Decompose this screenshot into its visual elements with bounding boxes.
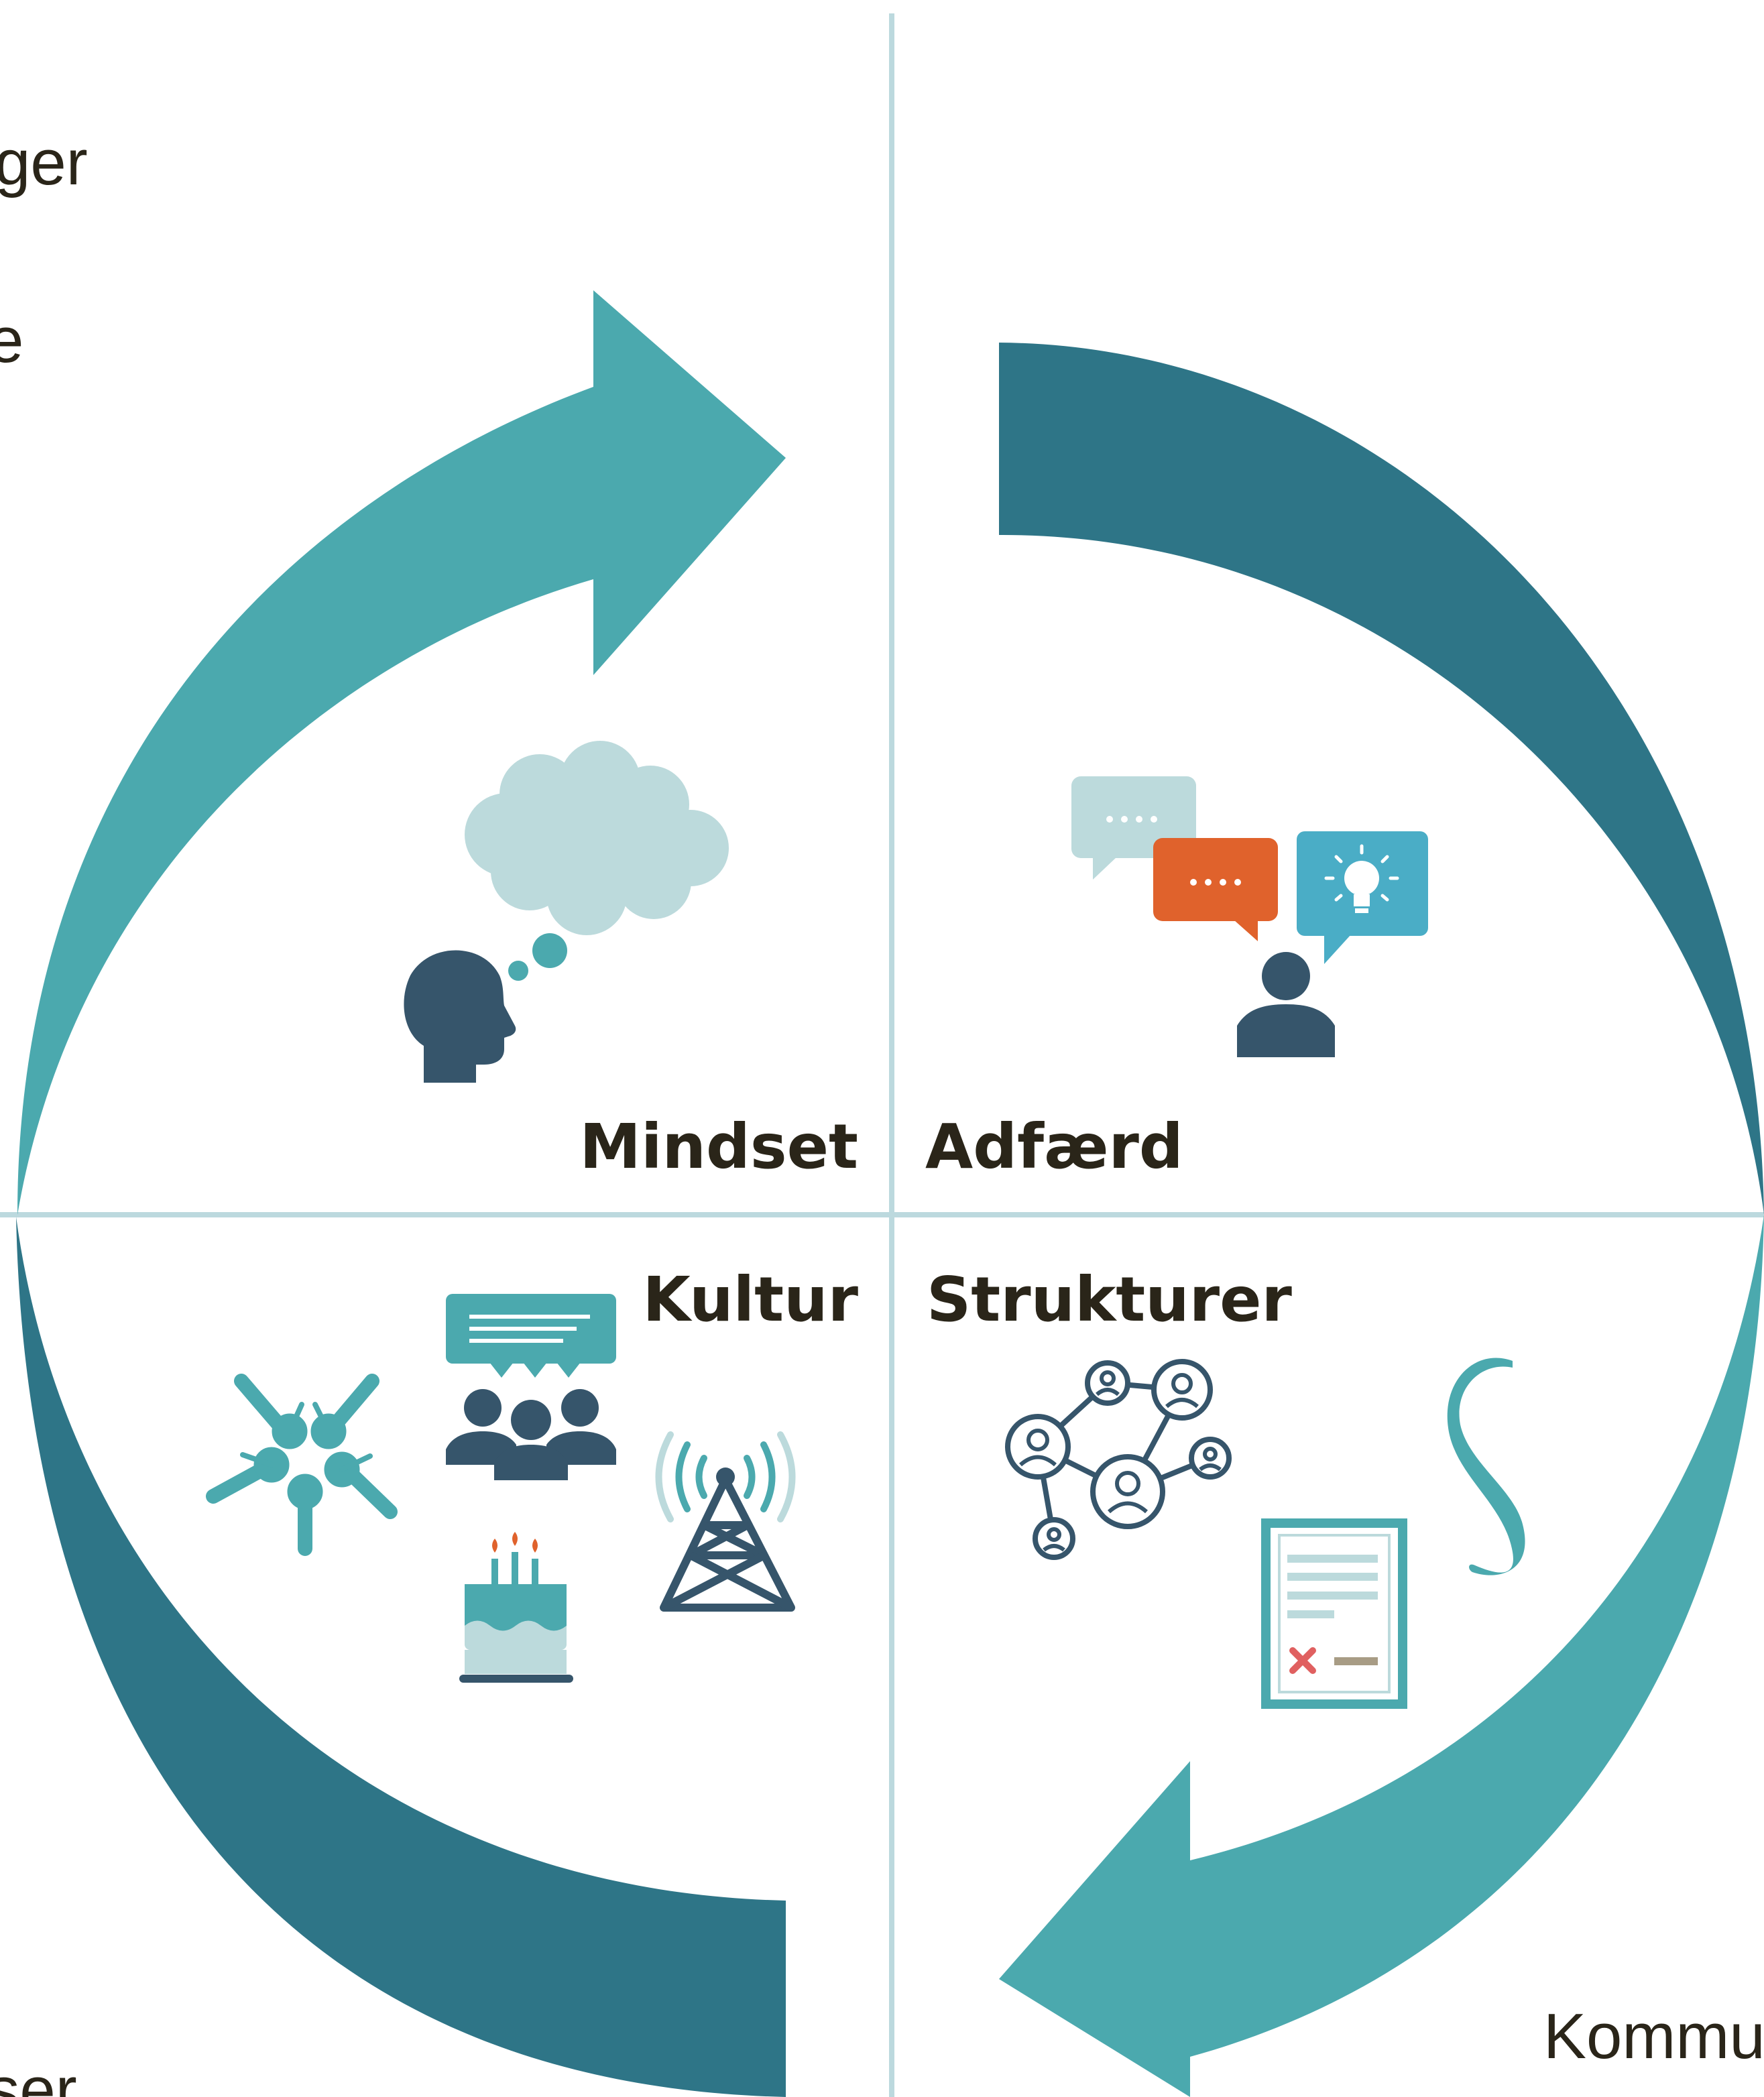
checklist-document-icon [1261, 1518, 1407, 1709]
quadrant-label-strukturer: Strukturer [927, 1264, 1293, 1335]
joined-hands-icon [206, 1374, 398, 1556]
quadrant-label-mindset: Mindset [579, 1111, 858, 1183]
side-text-top-left-1: ger [0, 127, 88, 198]
people-network-icon [1005, 1359, 1232, 1560]
side-text-bottom-left: lser [0, 2054, 77, 2097]
thought-bubble-tiny [508, 961, 528, 981]
arrow-top-left [17, 290, 786, 1215]
radio-tower-icon [655, 1431, 796, 1612]
arrow-bottom-right [999, 1215, 1764, 2097]
speech-bubble-icon [1071, 776, 1196, 880]
person-icon [1237, 952, 1335, 1057]
thinking-head-icon [404, 950, 516, 1083]
lightbulb-icon [1297, 831, 1428, 964]
side-text-bottom-right: Kommu [1543, 2000, 1764, 2072]
thought-bubble-small [532, 933, 567, 968]
arrow-top-right [999, 343, 1764, 1215]
thought-cloud-icon [465, 741, 729, 935]
swirl-logo-icon [1447, 1358, 1525, 1575]
quadrant-label-kultur: Kultur [642, 1264, 858, 1335]
arrow-bottom-left [16, 1217, 786, 2097]
side-text-top-left-2: e [0, 304, 23, 376]
birthday-cake-icon [459, 1532, 573, 1683]
speech-bubble-orange-icon [1153, 838, 1278, 941]
quadrant-label-adfaerd: Adfærd [925, 1111, 1183, 1183]
team-meeting-icon [446, 1294, 616, 1480]
